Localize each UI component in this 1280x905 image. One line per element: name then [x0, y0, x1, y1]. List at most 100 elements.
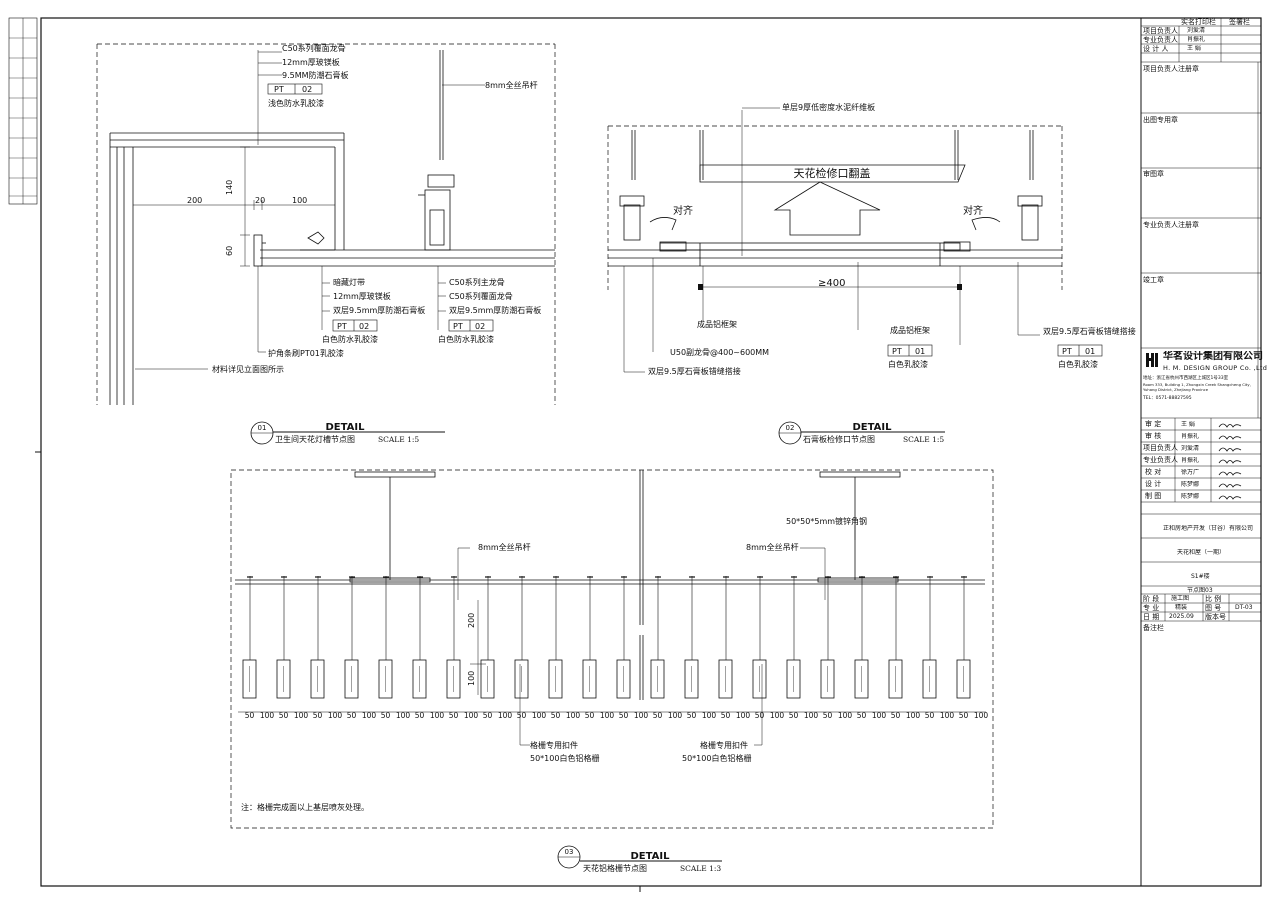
d3-dim-gap: 100	[600, 711, 615, 720]
d2-paint-2: 白色乳胶漆	[1058, 359, 1098, 369]
tb-sign-name-3: 刘爱清	[1181, 445, 1200, 452]
tb-sign-name-6: 陈梦娜	[1181, 481, 1200, 488]
d3-dim-gap: 100	[634, 711, 649, 720]
d1-bl-pt: PT	[337, 322, 347, 331]
d3-angle: 50*50*5mm镀锌角钢	[786, 516, 867, 526]
d3-dim-blade: 50	[551, 711, 561, 720]
grille-blade	[922, 659, 937, 699]
d1-br-4: 白色防水乳胶漆	[438, 334, 494, 344]
tb-row-label-3: 设 计 人	[1143, 45, 1169, 53]
tb-tel: TEL：0571-88827595	[1143, 396, 1192, 401]
grille-blade	[888, 659, 903, 699]
d2-board-right: 双层9.5厚石膏板错缝搭接	[1043, 326, 1136, 336]
grille-blade	[786, 659, 801, 699]
d3-dim-gap: 100	[838, 711, 853, 720]
d3-grille-right: 50*100白色铝格栅	[682, 753, 751, 763]
d1-dim-100: 100	[292, 196, 307, 205]
tb-section-3: 审图章	[1143, 170, 1164, 178]
d1-rod: 8mm全丝吊杆	[485, 80, 538, 90]
d1-br-1: C50系列主龙骨	[449, 277, 505, 287]
tb-meta-v-3: 2025.09	[1169, 613, 1194, 620]
grille-blade	[650, 659, 665, 699]
d3-title: 天花铝格栅节点图	[583, 863, 647, 873]
d2-paint-1: 白色乳胶漆	[888, 359, 928, 369]
d3-rod-left: 8mm全丝吊杆	[478, 542, 531, 552]
title-block: 实名打印栏 签署栏 项目负责人 刘爱清 专业负责人 肖振礼 设 计 人 王 娟 …	[1141, 18, 1267, 886]
d3-dim-gap: 100	[464, 711, 479, 720]
tb-sign-name-4: 肖振礼	[1181, 457, 1200, 464]
d3-dim-blade: 50	[721, 711, 731, 720]
tb-sign-name-1: 王 娟	[1181, 421, 1195, 428]
d2-align-left: 对齐	[673, 204, 693, 217]
d3-dim-gap: 100	[430, 711, 445, 720]
d3-dim-gap: 100	[498, 711, 513, 720]
d2-detail: DETAIL	[852, 422, 892, 433]
grille-blade	[344, 659, 359, 699]
d3-grille-left: 50*100白色铝格栅	[530, 753, 599, 763]
d3-dim-gap: 100	[770, 711, 785, 720]
d1-scale: SCALE 1:5	[378, 435, 419, 444]
d3-dim-gap: 100	[362, 711, 377, 720]
d3-dim-blade: 50	[857, 711, 867, 720]
d3-dim-gap: 100	[906, 711, 921, 720]
grille-blade	[378, 659, 393, 699]
d3-dim-blade: 50	[789, 711, 799, 720]
d1-num: 01	[258, 424, 267, 432]
d1-br-code: 02	[475, 322, 485, 331]
d3-dim-gap: 100	[940, 711, 955, 720]
tb-remarks: 备注栏	[1143, 624, 1164, 632]
d2-frame-left: 成品铝框架	[697, 319, 737, 329]
tb-address-en: Room 333, Building 1, Zhongxin Creek Sha…	[1143, 382, 1251, 392]
d3-dim-blade: 50	[755, 711, 765, 720]
tb-company-en: H. M. DESIGN GROUP Co. ,Ltd	[1163, 364, 1268, 372]
tb-drawing: 节点图03	[1187, 587, 1213, 594]
d3-dim-gap: 100	[804, 711, 819, 720]
d3-scale: SCALE 1:3	[680, 864, 721, 873]
tb-sign-label-1: 审 定	[1145, 420, 1162, 428]
d3-dim-blade: 50	[483, 711, 493, 720]
d2-align-right: 对齐	[963, 204, 983, 217]
d3-dim-gap: 100	[396, 711, 411, 720]
tb-row-name-1: 刘爱清	[1187, 27, 1206, 34]
grille-blade	[276, 659, 291, 699]
tb-client: 正和房地产开发（甘谷）有限公司	[1163, 525, 1254, 532]
signature-marks	[1218, 423, 1242, 500]
tb-stamp-col2: 签署栏	[1229, 18, 1250, 26]
tb-section-5: 竣工章	[1143, 276, 1164, 284]
tb-meta-k2-3: 版本号	[1205, 613, 1226, 621]
d3-dim-blade: 50	[313, 711, 323, 720]
tb-sign-label-7: 制 图	[1145, 492, 1162, 500]
d2-pt-code-2: 01	[1085, 347, 1095, 356]
d3-dim-gap: 100	[668, 711, 683, 720]
tb-section-4: 专业负责人注册章	[1143, 221, 1199, 229]
grille-blade	[412, 659, 427, 699]
d1-title: 卫生间天花灯槽节点图	[275, 434, 355, 444]
d2-frame-right: 成品铝框架	[890, 325, 930, 335]
grille-blade	[548, 659, 563, 699]
tb-address: 地址：浙江省杭州市西湖区上城区1号33室	[1143, 376, 1229, 381]
d2-pt-2: PT	[1062, 347, 1072, 356]
tb-meta-k-1: 阶 段	[1143, 595, 1160, 603]
d3-note: 注：格栅完成面以上基层喷灰处理。	[241, 802, 369, 812]
d2-num: 02	[786, 424, 795, 432]
grille-blade	[582, 659, 597, 699]
tb-building: S1#楼	[1191, 573, 1210, 580]
tb-company-cn: 华茗设计集团有限公司	[1163, 351, 1263, 362]
d2-board-left: 双层9.5厚石膏板错缝搭接	[648, 366, 741, 376]
grille-blades	[242, 576, 971, 699]
d3-dim-blade: 50	[653, 711, 663, 720]
d1-bl-2: 12mm厚玻镁板	[333, 291, 391, 301]
d3-dim-gap: 100	[294, 711, 309, 720]
d3-clip-left: 格栅专用扣件	[530, 740, 578, 750]
d3-dim-gap: 100	[566, 711, 581, 720]
d3-dim-blade: 50	[619, 711, 629, 720]
d3-dim-gap: 100	[872, 711, 887, 720]
grille-blade	[242, 659, 257, 699]
d3-dim-200: 200	[467, 613, 476, 628]
d3-dim-blade: 50	[449, 711, 459, 720]
d1-dim-200: 200	[187, 196, 202, 205]
grille-blade	[310, 659, 325, 699]
d3-dim-blade: 50	[279, 711, 289, 720]
